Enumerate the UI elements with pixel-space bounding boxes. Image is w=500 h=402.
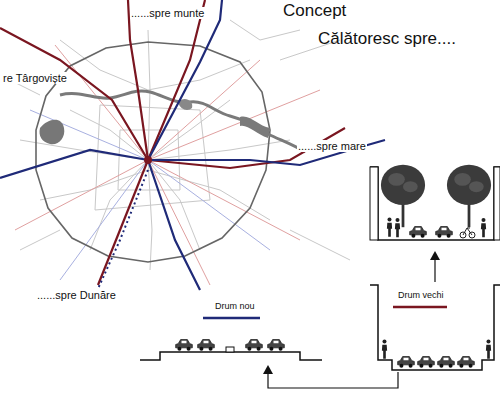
legend-text: Drum nou [214, 302, 256, 312]
subtitle: Călătoresc spre.... [318, 30, 456, 49]
direction-label: ......spre Dunăre [36, 289, 117, 301]
legend-text: Drum vechi [397, 291, 445, 301]
title: Concept [283, 2, 346, 21]
direction-label: re Târgoviște [2, 72, 68, 84]
direction-label: ......spre munte [130, 7, 205, 19]
direction-label: ......spre mare [297, 140, 367, 152]
